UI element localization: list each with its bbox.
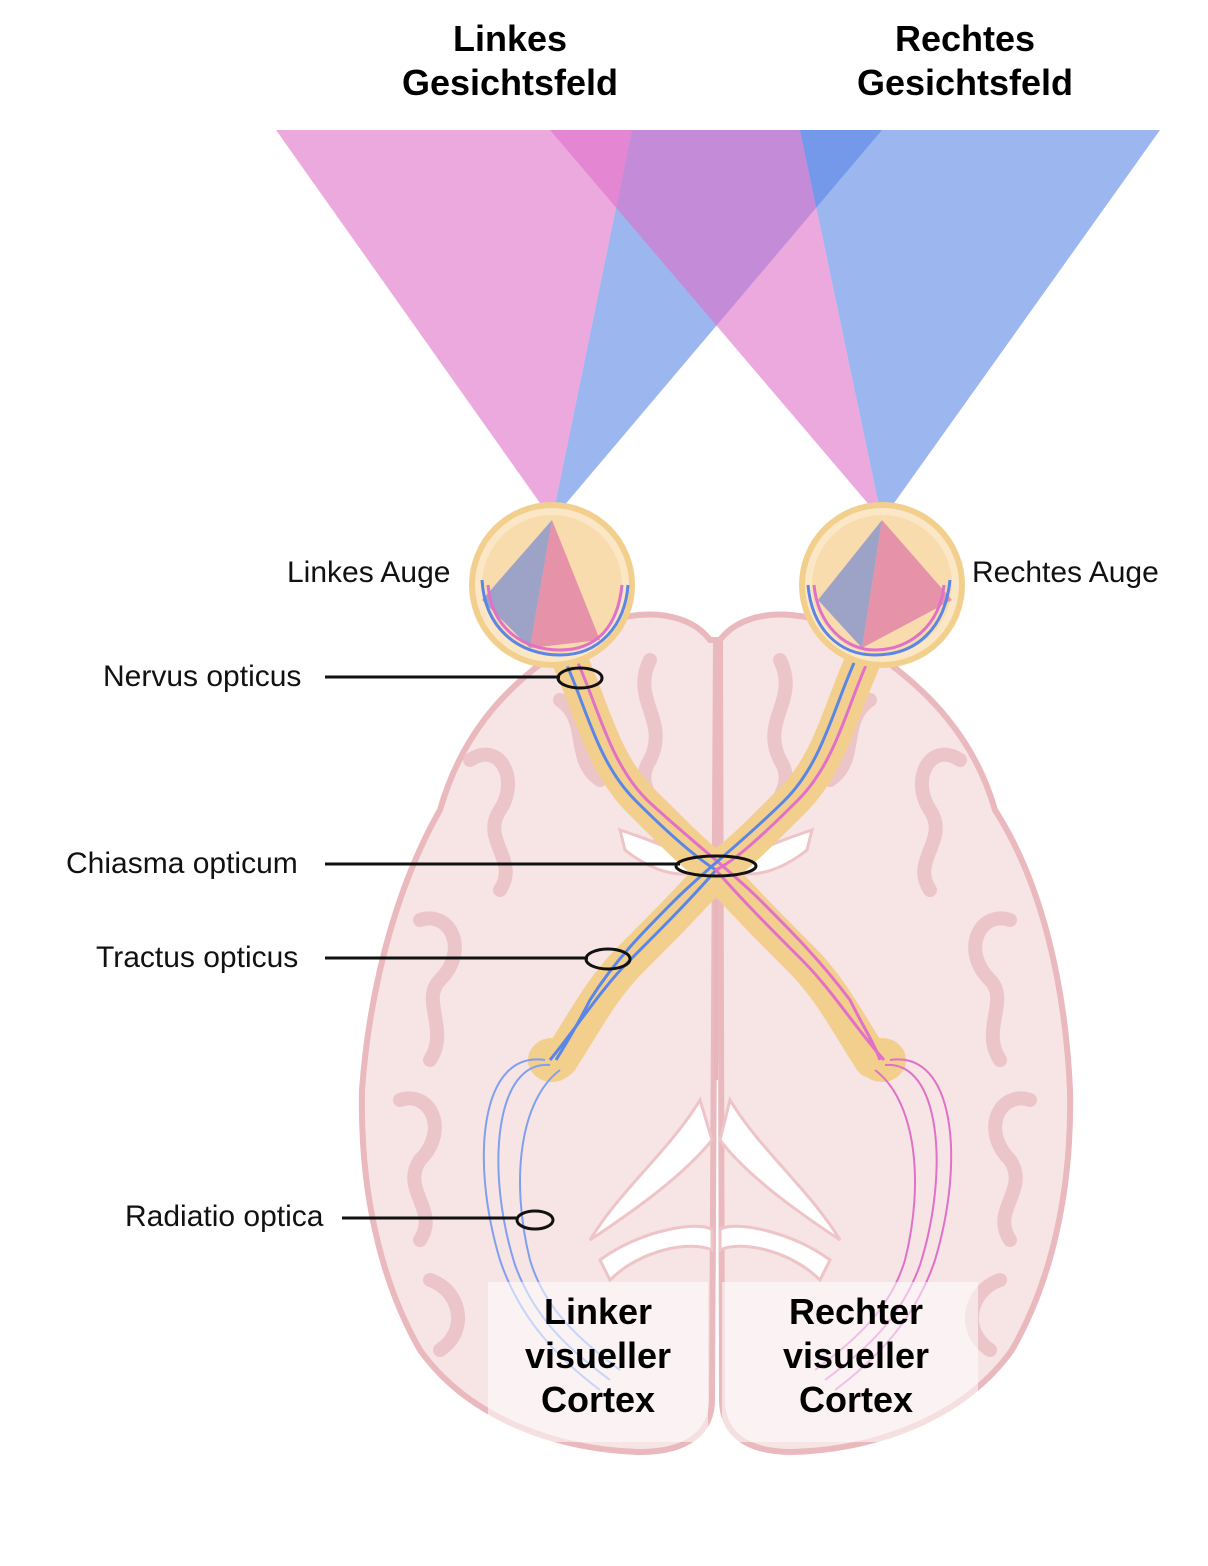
left-cortex-line3: Cortex [540,1379,656,1420]
leader-lines [325,666,758,1231]
radiatio-optica-label: Radiatio optica [125,1200,324,1233]
brain [358,611,1074,1456]
left-field-title-line2: Gesichtsfeld [401,62,619,103]
right-field-title-line2: Gesichtsfeld [856,62,1074,103]
tractus-ring [584,947,632,971]
radiatio-ring [515,1209,555,1231]
left-field-title: Linkes Gesichtsfeld [360,17,660,105]
right-eye [799,502,965,668]
left-eye-pink-cone [276,130,632,520]
right-cortex-line3: Cortex [798,1379,914,1420]
right-field-title-line1: Rechtes [894,18,1036,59]
visual-field-cones [276,130,1160,520]
right-cortex-line1: Rechter [788,1291,924,1332]
right-cortex-line2: visueller [782,1335,930,1376]
chiasma-opticum-label: Chiasma opticum [66,847,298,880]
right-cortex-box [722,1282,978,1442]
right-eye-blue-cone [800,130,1160,520]
left-eye [469,502,635,668]
left-cortex-line1: Linker [543,1291,653,1332]
chiasma-ring [674,854,758,878]
left-cortex-line2: visueller [524,1335,672,1376]
right-field-title: Rechtes Gesichtsfeld [815,17,1115,105]
left-field-title-line1: Linkes [452,18,568,59]
right-eye-label: Rechtes Auge [972,556,1159,589]
left-visual-cortex-label: Linker visueller Cortex [468,1290,728,1422]
left-eye-label: Linkes Auge [287,556,451,589]
left-cortex-box [488,1282,708,1442]
tractus-opticus-label: Tractus opticus [96,941,299,974]
right-visual-cortex-label: Rechter visueller Cortex [726,1290,986,1422]
nervus-ring [556,666,604,690]
right-eye-pink-cone [550,130,882,520]
optic-pathway [528,632,906,1082]
nervus-opticus-label: Nervus opticus [103,660,302,693]
